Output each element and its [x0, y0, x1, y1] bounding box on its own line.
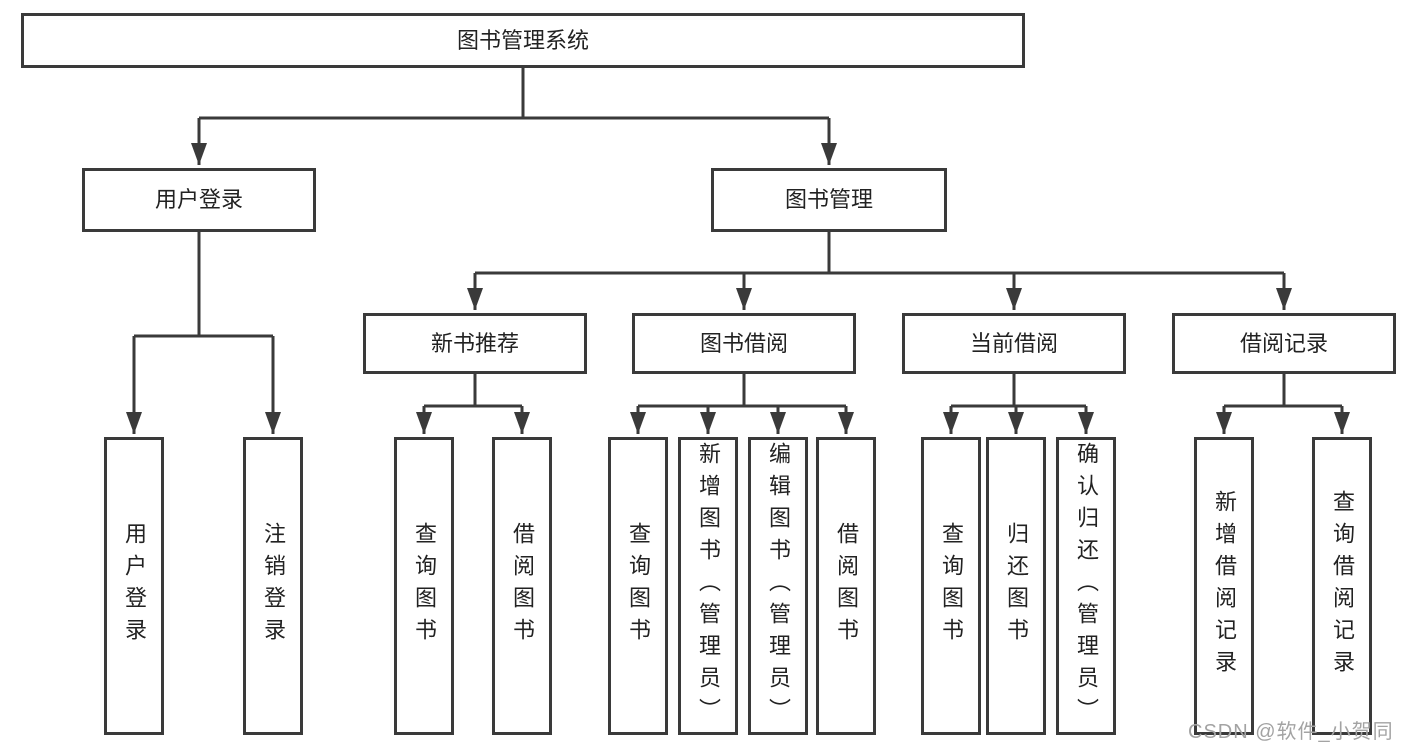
leaf-current-return-books: 归还图书 — [986, 437, 1046, 735]
leaf-borrow-add-books-admin: 新增图书（管理员） — [678, 437, 738, 735]
leaf-current-query-books: 查询图书 — [921, 437, 981, 735]
csdn-watermark: CSDN @软件_小贺同学 — [1188, 721, 1394, 743]
leaf-newbooks-query-books: 查询图书 — [394, 437, 454, 735]
leaf-records-add-record: 新增借阅记录 — [1194, 437, 1254, 735]
leaf-newbooks-borrow-books-label: 借阅图书 — [510, 522, 535, 650]
leaf-borrow-borrow-books-label: 借阅图书 — [834, 522, 859, 650]
leaf-logout-login-label: 注销登录 — [261, 522, 286, 650]
leaf-newbooks-borrow-books: 借阅图书 — [492, 437, 552, 735]
leaf-borrow-edit-books-admin: 编辑图书（管理员） — [748, 437, 808, 735]
leaf-records-query-record-label: 查询借阅记录 — [1330, 490, 1355, 682]
leaf-records-add-record-label: 新增借阅记录 — [1212, 490, 1237, 682]
leaf-current-confirm-return-admin-label: 确认归还（管理员） — [1074, 442, 1099, 730]
node-borrowing-records: 借阅记录 — [1172, 313, 1396, 374]
leaf-borrow-query-books: 查询图书 — [608, 437, 668, 735]
leaf-borrow-query-books-label: 查询图书 — [626, 522, 651, 650]
node-book-borrowing: 图书借阅 — [632, 313, 856, 374]
leaf-borrow-borrow-books: 借阅图书 — [816, 437, 876, 735]
leaf-newbooks-query-books-label: 查询图书 — [412, 522, 437, 650]
node-user-login: 用户登录 — [82, 168, 316, 232]
node-book-management: 图书管理 — [711, 168, 947, 232]
leaf-current-return-books-label: 归还图书 — [1004, 522, 1029, 650]
leaf-current-query-books-label: 查询图书 — [939, 522, 964, 650]
node-new-book-recommend: 新书推荐 — [363, 313, 587, 374]
node-library-system: 图书管理系统 — [21, 13, 1025, 68]
leaf-borrow-add-books-admin-label: 新增图书（管理员） — [696, 442, 721, 730]
leaf-current-confirm-return-admin: 确认归还（管理员） — [1056, 437, 1116, 735]
leaf-logout-login: 注销登录 — [243, 437, 303, 735]
leaf-user-login-label: 用户登录 — [122, 522, 147, 650]
leaf-borrow-edit-books-admin-label: 编辑图书（管理员） — [766, 442, 791, 730]
node-current-borrowing: 当前借阅 — [902, 313, 1126, 374]
leaf-records-query-record: 查询借阅记录 — [1312, 437, 1372, 735]
leaf-user-login: 用户登录 — [104, 437, 164, 735]
